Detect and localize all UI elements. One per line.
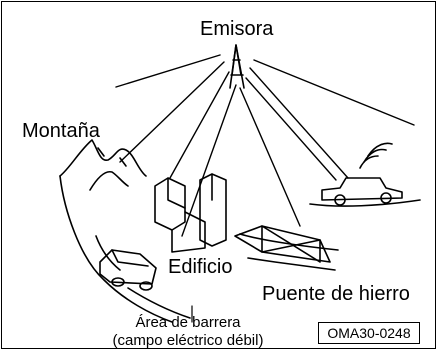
bridge-label: Puente de hierro	[262, 283, 410, 305]
car-icon	[99, 249, 157, 291]
diagram-frame	[1, 1, 436, 349]
buildings-icon	[154, 173, 227, 253]
mountain-icon	[59, 139, 147, 191]
car-right-icon	[309, 177, 421, 207]
antenna-tower-icon	[229, 44, 245, 89]
radio-waves-icon	[359, 142, 393, 169]
road	[59, 175, 191, 323]
figure-code: OMA30-0248	[318, 322, 420, 344]
barrier-label-line2: (campo eléctrico débil)	[112, 332, 264, 349]
mountain-label: Montaña	[22, 120, 100, 142]
signal-lines	[115, 54, 415, 237]
building-label: Edificio	[168, 256, 233, 278]
barrier-label-line1: Área de barrera	[135, 314, 241, 331]
iron-bridge-icon	[234, 225, 339, 271]
barrier-label: Área de barrera (campo eléctrico débil)	[88, 314, 288, 350]
station-label: Emisora	[200, 18, 274, 40]
